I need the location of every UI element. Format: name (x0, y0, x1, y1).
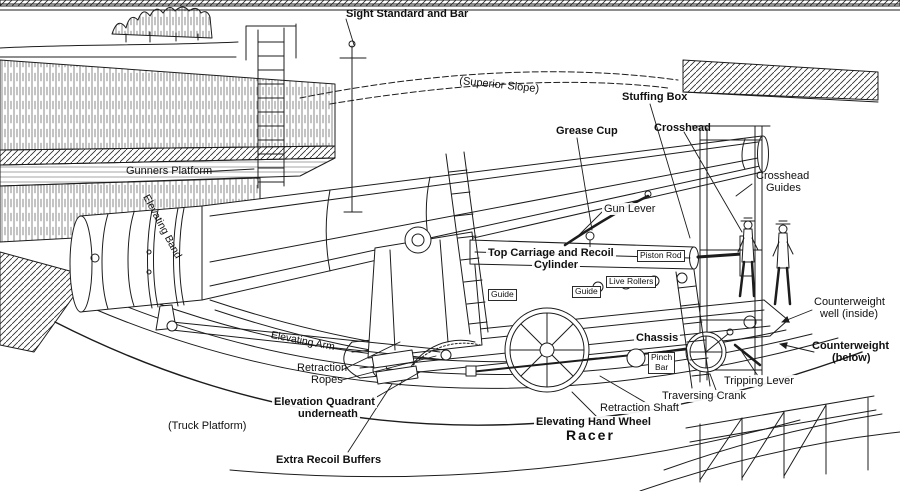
label-crosshead-guides-line2: Guides (766, 182, 801, 194)
label-crosshead-guides-line1: Crosshead (756, 170, 810, 182)
crew-figures (737, 217, 794, 306)
label-counterweight-well-line2: well (inside) (820, 308, 879, 320)
label-guide-right: Guide (572, 286, 601, 298)
distant-hill (682, 59, 879, 103)
label-live-rollers: Live Rollers (606, 276, 657, 288)
leader-lines (197, 18, 815, 453)
label-counterweight-below-line1: Counterweight (812, 340, 889, 352)
label-top-carriage-line2: Cylinder (532, 259, 581, 272)
label-grease-cup: Grease Cup (556, 125, 618, 137)
parapet-wall (0, 59, 336, 353)
label-chassis: Chassis (634, 332, 681, 345)
label-traversing-crank: Traversing Crank (660, 390, 748, 403)
label-counterweight-below-line2: (below) (832, 352, 871, 364)
elevating-gear (166, 307, 590, 393)
label-stuffing-box: Stuffing Box (622, 91, 688, 103)
background-scenery (0, 0, 900, 105)
breech-and-band (69, 205, 203, 331)
label-truck-platform: (Truck Platform) (168, 420, 247, 432)
label-piston-rod: Piston Rod (637, 250, 685, 262)
label-crosshead: Crosshead (654, 122, 711, 134)
label-pinch-bar-line2: Bar (655, 361, 669, 372)
label-elevation-quadrant-line1: Elevation Quadrant (272, 396, 377, 409)
label-gun-lever: Gun Lever (602, 203, 658, 216)
label-retraction-shaft: Retraction Shaft (598, 402, 681, 415)
ladders (245, 23, 711, 389)
label-tripping-lever: Tripping Lever (722, 375, 796, 388)
sight-standard (339, 40, 367, 213)
label-elevation-quadrant-line2: underneath (296, 408, 360, 421)
label-counterweight-well-line1: Counterweight (814, 296, 885, 308)
label-guide-left: Guide (488, 289, 517, 301)
label-retraction-ropes-line2: Ropes (311, 374, 343, 386)
label-elevating-hand-wheel: Elevating Hand Wheel (534, 416, 653, 429)
label-top-carriage-line1: Top Carriage and Recoil (486, 247, 616, 260)
label-racer: Racer (564, 427, 617, 444)
traversing-gear (465, 328, 762, 377)
label-sight-standard-and-bar: Sight Standard and Bar (346, 8, 469, 20)
label-extra-recoil-buffers: Extra Recoil Buffers (276, 454, 382, 466)
label-retraction-ropes-line1: Retraction (297, 362, 348, 374)
label-gunners-platform: Gunners Platform (126, 165, 213, 177)
stair-railing (663, 395, 883, 483)
label-pinch-bar: Pinch Bar (648, 352, 676, 374)
label-pinch-bar-line1: Pinch (651, 352, 673, 362)
